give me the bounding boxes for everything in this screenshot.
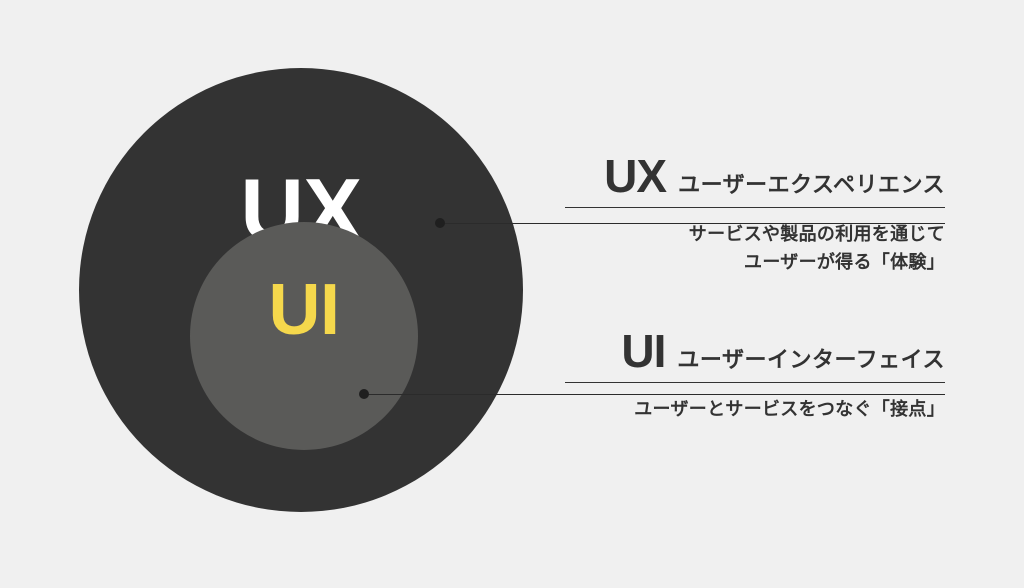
ui-callout-divider [565,382,945,384]
ux-callout: UX ユーザーエクスペリエンス サービスや製品の利用を通じて ユーザーが得る「体… [565,152,945,277]
ux-callout-divider [565,207,945,209]
ux-connector-line [440,223,945,224]
ui-description-line-1: ユーザーとサービスをつなぐ「接点」 [634,399,945,420]
ux-connector-dot [435,218,445,228]
ui-inner-circle: UI [190,222,418,450]
ui-callout-kana: ユーザーインターフェイス [677,347,945,372]
ux-description-line-2: ユーザーが得る「体験」 [744,252,945,273]
ux-callout-description: サービスや製品の利用を通じて ユーザーが得る「体験」 [565,221,945,277]
ui-callout-abbr: UI [621,325,666,377]
ux-description-line-1: サービスや製品の利用を通じて [688,224,945,245]
ux-callout-kana: ユーザーエクスペリエンス [678,172,945,197]
ux-callout-abbr: UX [604,150,667,202]
ui-callout-description: ユーザーとサービスをつなぐ「接点」 [565,396,945,424]
ui-callout-heading: UI ユーザーインターフェイス [565,325,945,377]
ui-callout: UI ユーザーインターフェイス ユーザーとサービスをつなぐ「接点」 [565,327,945,424]
ui-connector-line [364,394,945,395]
ux-callout-heading: UX ユーザーエクスペリエンス [565,150,945,202]
ui-connector-dot [359,389,369,399]
ui-circle-label: UI [268,270,341,350]
